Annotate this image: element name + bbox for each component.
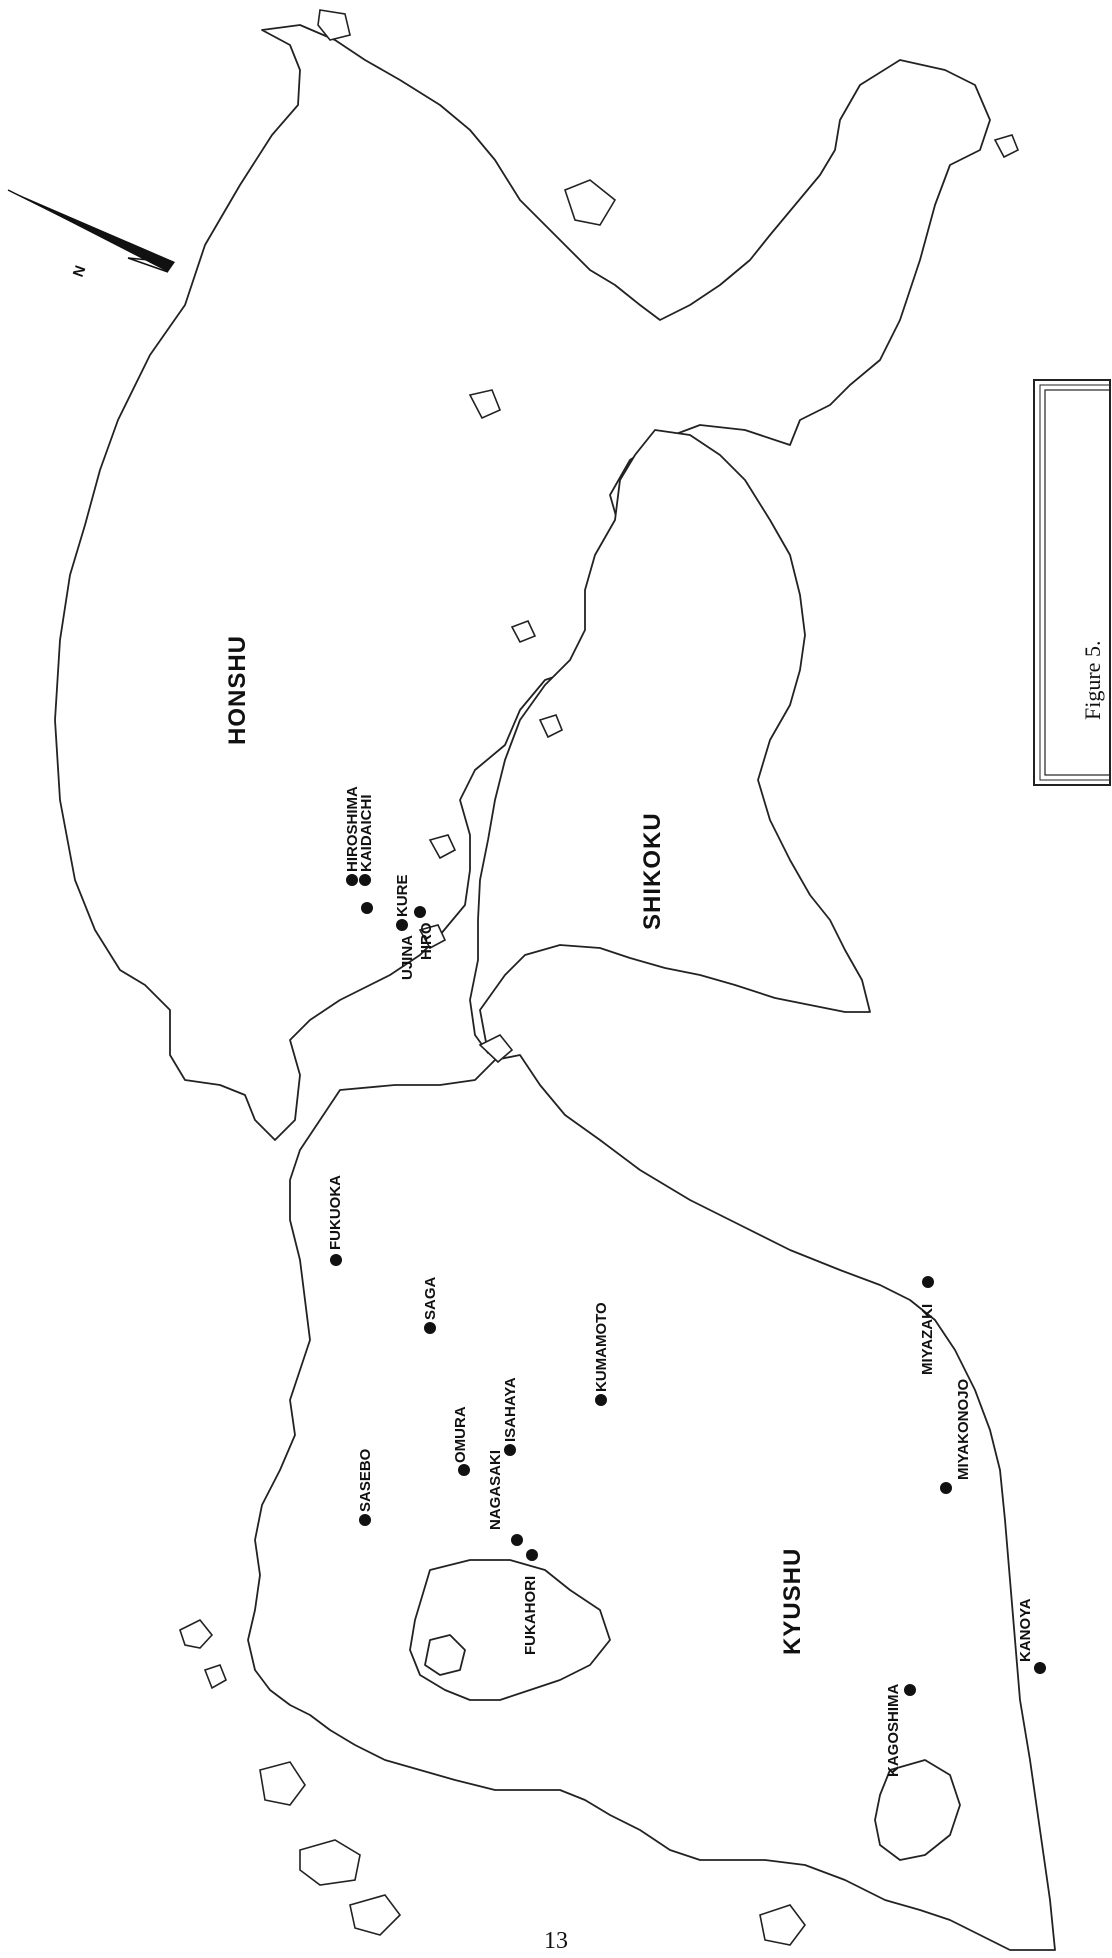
city-dot-hiro: [414, 906, 426, 918]
island: [418, 924, 447, 950]
island: [538, 714, 564, 739]
city-label-fukahori: FUKAHORI: [522, 1576, 539, 1655]
city-label-saga: SAGA: [422, 1276, 439, 1320]
island: [478, 1033, 514, 1064]
city-dot-sasebo: [359, 1514, 371, 1526]
island: [259, 1761, 306, 1806]
city-dot-kure: [396, 919, 408, 931]
city-dot-omura: [458, 1464, 470, 1476]
city-label-hiroshima: HIROSHIMA: [344, 786, 361, 872]
island: [317, 9, 351, 41]
island: [428, 834, 457, 860]
city-dot-ujina: [361, 902, 373, 914]
shikoku-landmass: [469, 429, 871, 1054]
city-label-nagasaki: NAGASAKI: [487, 1450, 504, 1530]
island: [564, 179, 617, 226]
city-label-kure: KURE: [394, 874, 411, 917]
kyushu-landmass: [247, 1054, 1056, 1951]
north-arrow-icon: [7, 189, 175, 273]
kagoshima-bay: [874, 1759, 961, 1861]
city-dot-fukuoka: [330, 1254, 342, 1266]
city-label-hiro: HIRO: [418, 922, 435, 960]
city-dot-miyazaki: [922, 1276, 934, 1288]
island: [299, 1839, 361, 1886]
island: [203, 1664, 228, 1690]
city-dot-kanoya: [1034, 1662, 1046, 1674]
island: [349, 1894, 402, 1936]
city-label-miyakonojo: MIYAKONOJO: [955, 1379, 972, 1480]
figure-label: Figure 5.: [1080, 641, 1105, 720]
city-label-kagoshima: KAGOSHIMA: [885, 1684, 902, 1778]
island: [759, 1904, 806, 1946]
city-label-sasebo: SASEBO: [357, 1448, 374, 1512]
city-labels: HIROSHIMA KAIDAICHI UJINA KURE HIRO FUKU…: [327, 786, 1034, 1777]
island: [179, 1618, 214, 1649]
island: [468, 389, 502, 420]
city-label-kaidaichi: KAIDAICHI: [358, 795, 375, 873]
figure-caption-box: [1033, 379, 1111, 786]
region-label-shikoku: SHIKOKU: [639, 812, 666, 930]
north-arrow-label: N: [70, 263, 90, 279]
city-dot-isahaya: [504, 1444, 516, 1456]
city-label-ujina: UJINA: [399, 935, 416, 980]
city-label-kanoya: KANOYA: [1017, 1598, 1034, 1662]
island: [510, 619, 537, 644]
page-number: 13: [544, 1928, 568, 1954]
city-dot-nagasaki: [511, 1534, 523, 1546]
city-dot-kagoshima: [904, 1684, 916, 1696]
city-dot-hiroshima: [346, 874, 358, 886]
city-label-omura: OMURA: [452, 1406, 469, 1463]
city-dot-fukahori: [526, 1549, 538, 1561]
city-dot-saga: [424, 1322, 436, 1334]
island: [993, 134, 1020, 159]
region-label-kyushu: KYUSHU: [779, 1548, 806, 1655]
city-label-miyazaki: MIYAZAKI: [919, 1304, 936, 1375]
city-markers: [330, 874, 1046, 1696]
city-dot-miyakonojo: [940, 1482, 952, 1494]
omura-bay: [424, 1634, 466, 1676]
city-dot-kaidaichi: [359, 874, 371, 886]
city-label-isahaya: ISAHAYA: [502, 1377, 519, 1442]
region-label-honshu: HONSHU: [224, 635, 251, 745]
city-label-fukuoka: FUKUOKA: [327, 1175, 344, 1250]
city-dot-kumamoto: [595, 1394, 607, 1406]
city-label-kumamoto: KUMAMOTO: [593, 1302, 610, 1392]
